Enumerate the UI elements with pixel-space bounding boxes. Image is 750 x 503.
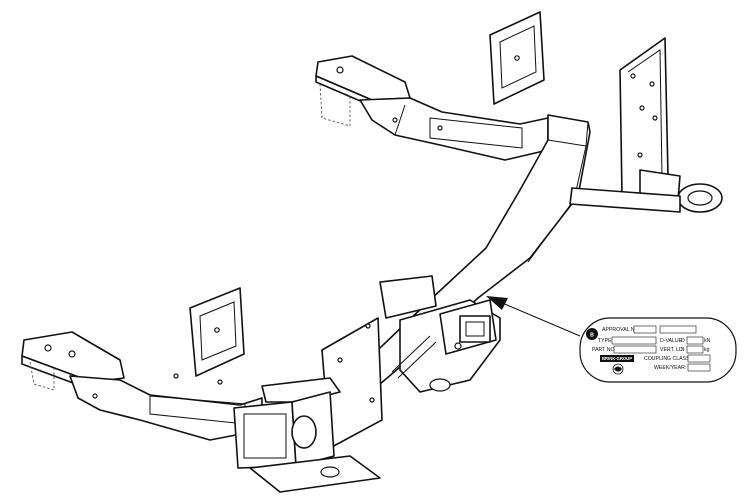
part-no-label: PART NO. [592, 347, 616, 353]
brand-name: BRINK-GROUP [602, 356, 632, 361]
d-value-label: D-VALUE: [660, 338, 684, 344]
coupling-class-label: COUPLING CLASS: [644, 356, 691, 362]
week-year-label: WEEK/YEAR: [654, 365, 686, 371]
receiver-hitch [233, 377, 381, 493]
right-side-plate [619, 37, 723, 213]
d-unit: kN [704, 338, 711, 344]
d-symbol: D [681, 338, 685, 344]
centre-bracket [321, 275, 501, 449]
approval-no-label: APPROVAL NO. [602, 327, 640, 333]
rear-mounting-bracket [315, 55, 549, 161]
label-pointer-arrow [486, 296, 581, 337]
brand-badge-letter: B [590, 333, 594, 339]
identification-label: B APPROVAL NO. TYPE: D-VALUE: D kN PART … [579, 317, 737, 383]
vert-ld-label: VERT. LD: [660, 347, 684, 353]
s-symbol: S [681, 347, 685, 353]
s-unit: kg [704, 347, 710, 353]
front-mounting-bracket [21, 331, 263, 441]
type-label: TYPE: [598, 338, 613, 344]
upper-flange-plate [489, 11, 545, 105]
lower-flange-plate [189, 287, 245, 377]
brand-badge-icon [586, 328, 598, 340]
